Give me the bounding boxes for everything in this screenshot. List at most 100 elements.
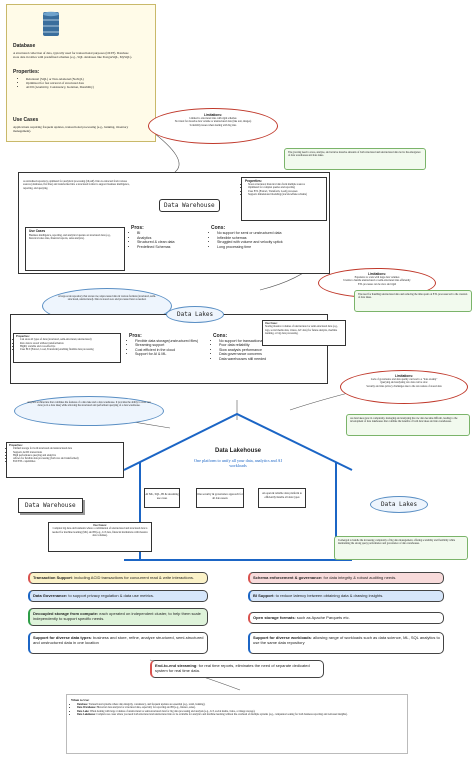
list-item: Streaming support: [135, 343, 209, 347]
lakehouse-use-cases-box: Use Cases: Complex big data environments…: [48, 522, 152, 552]
list-item: Database: Transactional systems where da…: [77, 703, 403, 706]
list-item: Support for AI & ML: [135, 352, 209, 356]
list-item: Highly scalable and cost-effective: [20, 345, 120, 348]
feature-card: Decoupled storage from compute: each ope…: [28, 608, 208, 626]
lakehouse-title: Data Lakehouse: [214, 448, 262, 454]
lakehouse-card: AI ML, SQL, BI & streaming use cases: [144, 488, 180, 508]
warehouse-cons-title: Cons:: [211, 225, 226, 231]
database-use-cases-title: Use Cases: [13, 117, 39, 123]
db-limitations-item: Scalability issues when dealing with big…: [189, 123, 237, 127]
warehouse-panel: A centralized repository optimized for a…: [18, 172, 330, 274]
list-item: Optimized for fast retrieval of structur…: [26, 81, 141, 85]
database-use-cases: Applications requiring frequent updates,…: [13, 125, 129, 133]
list-item: Allows for flexible data processing (bot…: [13, 457, 123, 460]
warehouse-cons: Cons: No support for semi or unstructure…: [211, 225, 325, 249]
lakehouse-use-cases: Complex big data environments where a co…: [52, 527, 148, 537]
feature-card: Support for diverse data types: business…: [28, 632, 208, 654]
list-item: No support for semi or unstructured data: [217, 231, 325, 236]
lake-limitations-item: Querying and analyzing raw data can be s…: [380, 381, 428, 385]
lakehouse-intro: A hybrid architecture that combines the …: [27, 401, 151, 408]
feature-card: Schema enforcement & governance: for dat…: [248, 572, 444, 584]
list-item: Data Lakehouse: Complex use cases where …: [77, 713, 403, 716]
lakehouse-card: An open & reliable data platform to effi…: [258, 488, 306, 508]
list-item: Flexible data storage(unstructured files…: [135, 339, 209, 343]
dw-limitations-title: Limitations:: [367, 272, 387, 276]
list-item: ELT/ETL capabilities: [13, 460, 123, 463]
list-item: Analytics: [137, 236, 211, 241]
list-item: Predefined Schemas: [137, 245, 211, 250]
database-title: Database: [13, 43, 36, 49]
lakehouse-use-cases-title: Use Cases:: [93, 524, 107, 527]
database-icon: [42, 11, 60, 37]
warehouse-intro: A centralized repository optimized for a…: [23, 180, 130, 190]
feature-card: Transaction Support: including ACID tran…: [28, 572, 208, 584]
list-item: Data governance concerns: [219, 352, 325, 356]
warehouse-pros: Pros: BI Analytics Structured & clean da…: [131, 225, 211, 249]
feature-card: BI Support: to reduce latency between ob…: [248, 590, 444, 602]
db-limitations-item: Limited to structured data with rigid sc…: [189, 117, 237, 120]
warehouse-label: Data Warehouse: [159, 199, 220, 212]
list-item: Relational (SQL) or Non-relational (NoSQ…: [26, 77, 141, 81]
lakehouse-properties-title: Properties:: [9, 444, 23, 447]
list-item: Data warehouses still needed: [219, 357, 325, 361]
warehouse-properties-title: Properties:: [245, 179, 262, 183]
lakehouse-card: One security & governance approach for a…: [196, 488, 244, 508]
warehouse-properties-box: Properties: Stores structured, historica…: [241, 177, 327, 221]
list-item: High performance querying and analytics: [13, 454, 123, 457]
lakehouse-warehouse-label: Data Warehouse: [18, 498, 83, 513]
lake-cons-title: Cons:: [213, 333, 228, 339]
dw-limitations-item: Expensive to scale with large data volum…: [354, 276, 400, 279]
database-card: Database A structured collection of data…: [6, 4, 156, 142]
lake-limitations-item: Lack of governance and data quality can …: [370, 378, 438, 381]
lake-limitations-item: Security and data privacy challenges due…: [366, 384, 442, 388]
lake-label: Data Lakes: [166, 306, 225, 323]
feature-card: Data Governance: to support privacy regu…: [28, 590, 208, 602]
db-limitations-item: Not ideal for massive data volume or uns…: [174, 120, 252, 124]
lakehouse-lakes-label: Data Lakes: [370, 496, 429, 513]
list-item: Can store all types of data (structured,…: [20, 338, 120, 341]
dw-motivation-note: The growing need to store, analyze, and …: [284, 148, 426, 170]
list-item: Data Lake: When dealing with large volum…: [77, 710, 403, 713]
lake-limitations-callout: Limitations: Lack of governance and data…: [340, 370, 468, 404]
lake-cons: Cons: No support for transactional suppo…: [213, 333, 325, 361]
dw-limitations-item: ETL processes can be slow and rigid: [357, 282, 397, 286]
list-item: Uses ETL (Extract, Transform, Load) proc…: [248, 190, 326, 193]
lake-use-case-title: Use Case:: [265, 322, 278, 325]
list-item: Cost efficient in the cloud: [135, 348, 209, 352]
list-item: ACID (Atomicity, Consistency, Isolation,…: [26, 85, 141, 89]
list-item: Raw data is stored without transformatio…: [20, 342, 120, 345]
list-item: Stores structured, historical data from …: [248, 183, 326, 186]
warehouse-use-cases-box: Use Cases Business intelligence, reporti…: [25, 227, 125, 271]
list-item: Poor data reliability: [219, 343, 325, 347]
lake-use-case: Storing massive volumes of unstructured …: [265, 325, 338, 335]
list-item: Slow analysis performance: [219, 348, 325, 352]
lake-cloud-text: A large-scale repository that stores raw…: [58, 295, 156, 302]
list-item: Unified storage for both structured and …: [13, 447, 123, 450]
warehouse-use-cases-title: Use Cases: [29, 229, 46, 233]
list-item: Structured & clean data: [137, 240, 211, 245]
lakehouse-subtitle: One platform to unify all your data, ana…: [194, 458, 282, 468]
database-properties-title: Properties:: [13, 69, 40, 75]
list-item: No support for transactional support: [219, 339, 325, 343]
list-item: Long processing time: [217, 245, 325, 250]
dw-limitations-item: Unable to handle unstructured or semi-st…: [343, 279, 411, 283]
list-item: Struggled with volume and velocity uptic…: [217, 240, 325, 245]
list-item: Inflexible schemas: [217, 236, 325, 241]
lake-pros-title: Pros:: [129, 333, 142, 339]
lake-properties-title: Properties:: [16, 335, 30, 338]
feature-card: End-to-end streaming: for real time repo…: [150, 660, 324, 678]
list-item: Supports ACID transactions: [13, 451, 123, 454]
lakehouse-intro-cloud: A hybrid architecture that combines the …: [14, 396, 164, 426]
lakehouse-emerged-note: It emerged to handle the increasing comp…: [334, 536, 468, 560]
list-item: Uses ELT (Extract, Load, Transform) enab…: [20, 348, 120, 351]
feature-card: Open storage formats: such as Apache Par…: [248, 612, 444, 624]
lake-motivation-text: The need for handling unstructured data …: [358, 293, 468, 300]
lake-use-case-box: Use Case: Storing massive volumes of uns…: [262, 320, 346, 346]
dw-motivation-text: The growing need to store, analyze, and …: [288, 151, 421, 158]
db-limitations-callout: Limitations: Limited to structured data …: [148, 108, 278, 144]
list-item: Optimized for complex queries and report…: [248, 186, 326, 189]
lake-limitations-title: Limitations:: [394, 374, 414, 378]
db-limitations-title: Limitations:: [203, 113, 223, 117]
database-description: A structured collection of data, typical…: [13, 51, 133, 59]
list-item: Supports dimensional modeling (star/snow…: [248, 193, 326, 196]
